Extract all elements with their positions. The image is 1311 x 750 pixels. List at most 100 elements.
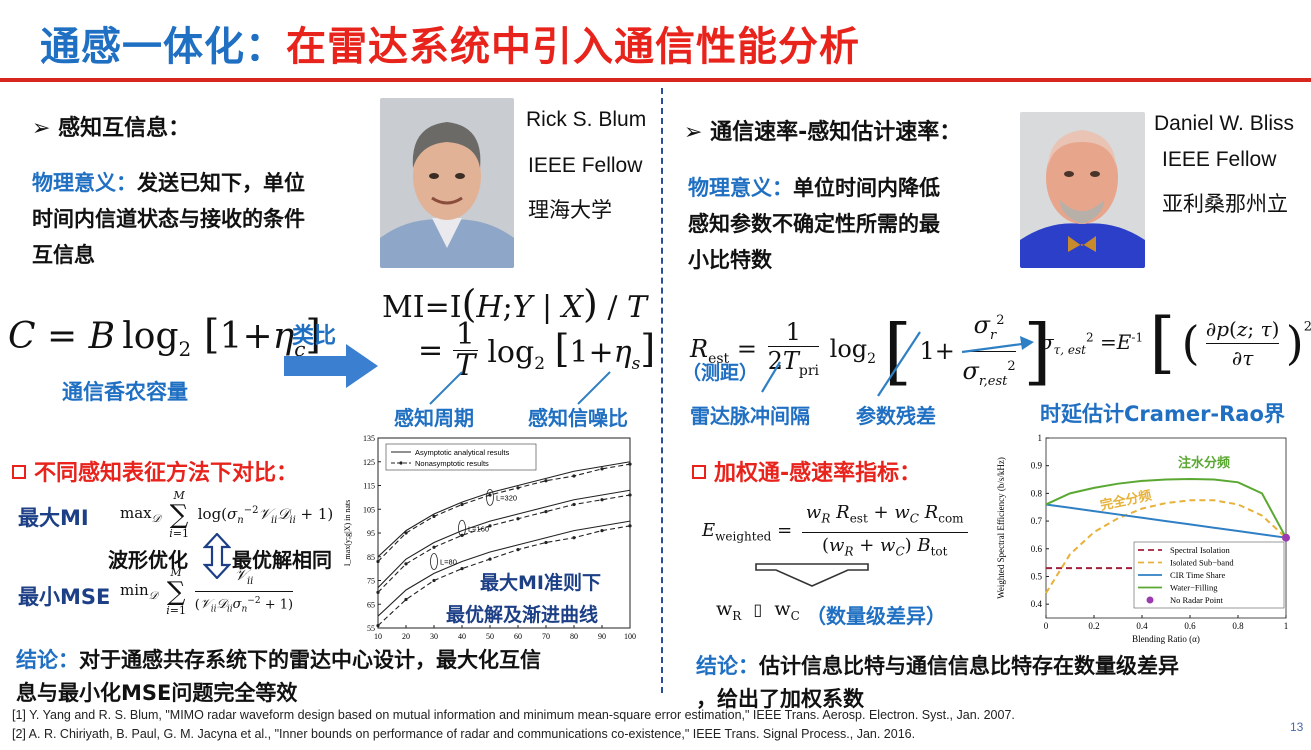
x-tick-label: 1 bbox=[1284, 621, 1289, 631]
x-tick-label: 70 bbox=[542, 632, 550, 641]
data-point bbox=[432, 578, 436, 583]
chart-note-2: 最优解及渐进曲线 bbox=[446, 604, 599, 626]
x-tick-label: 40 bbox=[458, 632, 466, 641]
column-divider bbox=[661, 88, 663, 693]
eq-weighted: Eweighted = wR Rest + wC Rcom (wR + wC) … bbox=[702, 500, 968, 564]
legend-label: Isolated Sub−band bbox=[1170, 558, 1234, 568]
analogy-arrow-icon bbox=[284, 344, 378, 388]
x-tick-label: 0.6 bbox=[1184, 621, 1196, 631]
x-tick-label: 0.2 bbox=[1088, 621, 1099, 631]
legend-label: Water−Filling bbox=[1170, 583, 1218, 593]
y-tick-label: 65 bbox=[367, 600, 375, 609]
x-tick-label: 0.4 bbox=[1136, 621, 1148, 631]
y-axis-label: I_max(y;g|X) in nats bbox=[343, 500, 352, 566]
data-point bbox=[572, 502, 576, 507]
y-tick-label: 135 bbox=[363, 434, 375, 443]
data-point bbox=[544, 510, 548, 514]
max-mi-label: 最大MI bbox=[18, 506, 89, 530]
eq-mi-line2: = 1 T log2 [1+ηs] bbox=[418, 317, 656, 383]
x-tick-label: 30 bbox=[430, 632, 438, 641]
annotation-label: L=80 bbox=[440, 558, 457, 567]
square-bullet-icon bbox=[692, 465, 706, 479]
rest-pointer-arrows bbox=[761, 331, 1034, 397]
same-solution-label: 最优解相同 bbox=[232, 548, 332, 572]
legend-marker-nonasym bbox=[399, 461, 403, 465]
series-line-L160-nonasym bbox=[377, 494, 631, 593]
data-point bbox=[488, 557, 492, 561]
bliss-affiliation: 亚利桑那州立 bbox=[1162, 193, 1288, 216]
wc-sub: C bbox=[790, 608, 800, 623]
right-section1-heading: ➢ 通信速率-感知估计速率： bbox=[684, 114, 961, 146]
blum-affiliation: 理海大学 bbox=[528, 199, 612, 222]
snr-label: 感知信噪比 bbox=[528, 406, 628, 430]
ranging-label: （测距） bbox=[682, 362, 759, 384]
period-label: 感知周期 bbox=[394, 406, 474, 430]
person-photo-bliss bbox=[1020, 112, 1145, 268]
x-tick-label: 60 bbox=[514, 632, 522, 641]
right-section2-heading: 加权通-感速率指标： bbox=[692, 455, 921, 487]
data-point bbox=[600, 529, 604, 533]
annotation-ellipse bbox=[430, 553, 438, 570]
y-axis-label: Weighted Spectral Efficiency (b/s/kHz) bbox=[996, 457, 1006, 599]
right-conclusion-text2: ，给出了加权系数 bbox=[696, 687, 864, 711]
data-point bbox=[572, 474, 576, 478]
y-tick-label: 0.7 bbox=[1031, 516, 1043, 526]
series-line-L80-nonasym bbox=[377, 525, 631, 627]
legend-box bbox=[385, 443, 537, 471]
right-conclusion-text1: 估计信息比特与通信信息比特存在数量级差异 bbox=[759, 654, 1179, 678]
y-tick-label: 95 bbox=[367, 529, 375, 538]
right-meaning: 物理意义：单位时间内降低 感知参数不确定性所需的最 小比特数 bbox=[688, 170, 1008, 278]
annotation-label: L=160 bbox=[468, 524, 489, 533]
magnitude-label: （数量级差异） bbox=[806, 604, 946, 628]
portrait-image bbox=[380, 98, 514, 268]
reference-1: [1] Y. Yang and R. S. Blum, "MIMO radar … bbox=[12, 708, 1015, 722]
eq-max-mi: max𝒟 M∑i=1 log(σn−2𝒱ii𝒟ii + 1) bbox=[120, 489, 334, 540]
wr-symbol: w bbox=[716, 598, 733, 620]
data-point bbox=[460, 502, 464, 507]
data-point bbox=[516, 548, 520, 552]
person-photo-blum bbox=[380, 98, 514, 268]
waveform-label: 波形优化 bbox=[108, 548, 188, 572]
eq-rest: Rest = 1 2Tpri log2 [ 1+ σr2 σr,est2 ] bbox=[690, 306, 1051, 397]
annotation-ellipse bbox=[458, 519, 466, 537]
left-section1-heading: ➢ 感知互信息： bbox=[32, 110, 190, 142]
weights-relation: wR ▯ wC bbox=[716, 598, 800, 623]
y-tick-label: 0.9 bbox=[1031, 461, 1043, 471]
pulse-label: 雷达脉冲间隔 bbox=[690, 404, 810, 428]
y-tick-label: 105 bbox=[363, 505, 375, 514]
x-tick-label: 100 bbox=[624, 632, 636, 641]
down-arrow-icon bbox=[755, 563, 869, 587]
right-meaning-text1: 单位时间内降低 bbox=[793, 176, 940, 200]
eq-pointer-lines bbox=[429, 371, 611, 405]
legend-label: Spectral Isolation bbox=[1170, 545, 1230, 555]
data-point bbox=[600, 467, 604, 471]
data-point bbox=[376, 624, 380, 628]
series-line-cir-time-share bbox=[1045, 503, 1287, 539]
annotation-ellipse bbox=[486, 488, 494, 506]
data-point bbox=[516, 486, 520, 490]
capacity-label: 通信香农容量 bbox=[62, 380, 188, 404]
missing-glyph: ▯ bbox=[753, 600, 763, 619]
left-section1-title: 感知互信息： bbox=[58, 116, 191, 141]
right-section2-title: 加权通-感速率指标： bbox=[714, 461, 922, 486]
chart-note-1: 最大MI准则下 bbox=[480, 572, 601, 594]
x-tick-label: 90 bbox=[598, 632, 606, 641]
eq-min-mse: min𝒟 M∑i=1 𝒱ii (𝒱ii𝒟iiσn−2 + 1) bbox=[120, 566, 294, 618]
left-meaning-label: 物理意义： bbox=[32, 171, 137, 195]
crb-label: 时延估计Cramer-Rao界 bbox=[1040, 402, 1285, 426]
data-point bbox=[628, 462, 632, 466]
x-axis-label: Blending Ratio (α) bbox=[1132, 634, 1200, 644]
data-point bbox=[600, 498, 604, 502]
x-tick-label: 0.8 bbox=[1232, 621, 1244, 631]
data-point bbox=[516, 517, 520, 521]
y-tick-label: 75 bbox=[367, 577, 375, 586]
y-tick-label: 85 bbox=[367, 553, 375, 562]
right-meaning-text3: 小比特数 bbox=[688, 248, 772, 272]
eq-mi-line1: MI=I(H;Y | X) / T bbox=[382, 282, 648, 326]
y-tick-label: 125 bbox=[363, 458, 375, 467]
data-point bbox=[628, 493, 632, 497]
left-conclusion-text1: 对于通感共存系统下的雷达中心设计，最大化互信 bbox=[79, 648, 541, 672]
series-line-L160-asym bbox=[377, 489, 631, 589]
data-point bbox=[404, 562, 408, 566]
